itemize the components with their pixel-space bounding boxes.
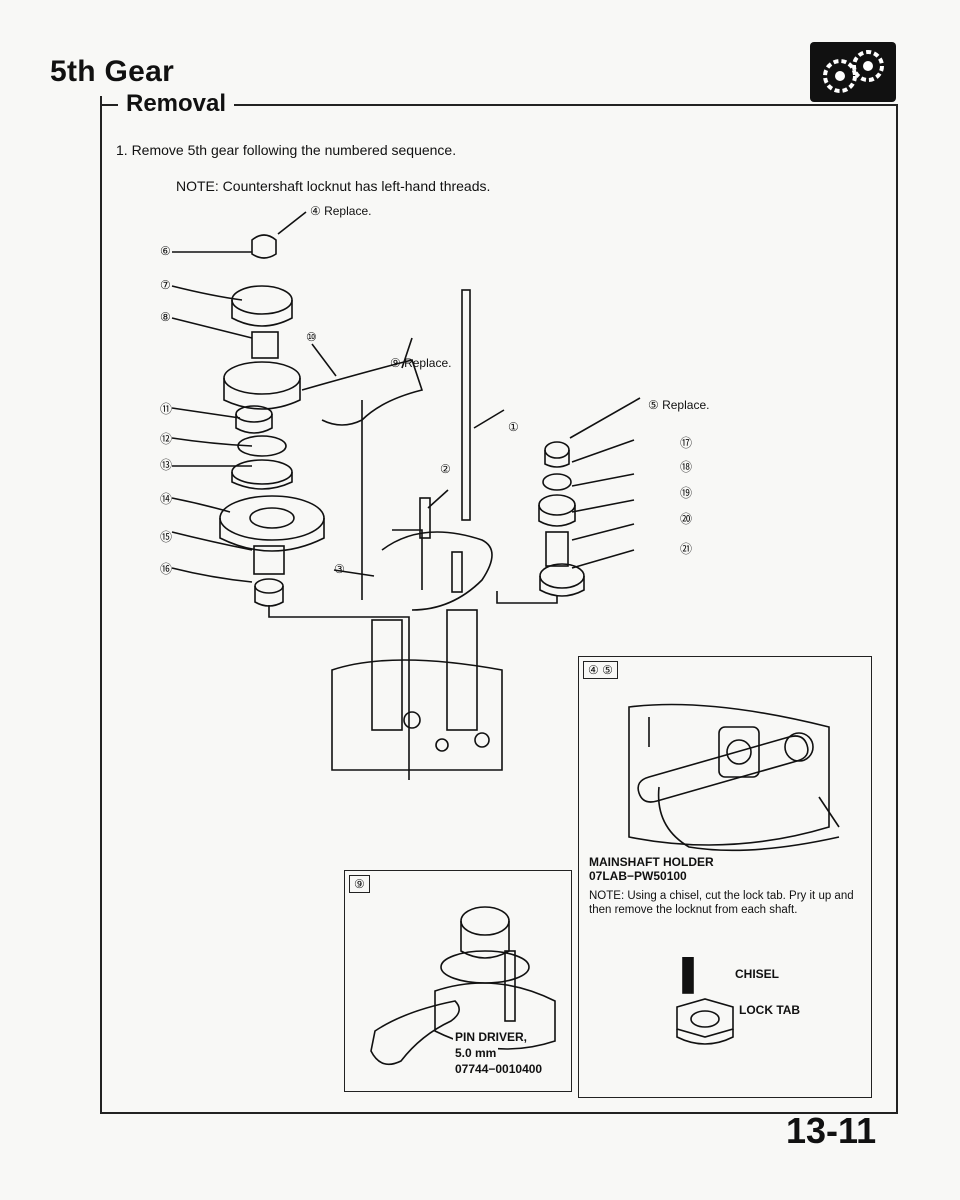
mainshaft-holder-number: 07LAB−PW50100 [589, 869, 687, 883]
callout-4-replace: ④ Replace. [310, 204, 372, 218]
locknut-part [251, 234, 277, 259]
callout-5-replace: ⑤ Replace. [648, 398, 710, 412]
callout-14: ⑭ [160, 492, 173, 506]
callout-21: ㉑ [680, 542, 693, 556]
callout-9-replace: ⑨ Replace. [390, 356, 452, 370]
inset-45-tag: ④ ⑤ [583, 661, 618, 679]
mainshaft-holder-illustration [628, 703, 840, 852]
callout-20: ⑳ [680, 512, 693, 526]
inset-locknut-removal: ④ ⑤ MAINSHAFT HOLDER 07LAB−PW50100 NOTE:… [578, 656, 872, 1098]
page-title: 5th Gear [50, 55, 175, 88]
chisel-lock-tab-illustration [676, 957, 734, 1045]
callout-13: ⑬ [160, 458, 173, 472]
exploded-gear-diagram [171, 211, 641, 780]
step-1-text: 1. Remove 5th gear following the numbere… [116, 142, 457, 158]
lock-tab-label: LOCK TAB [739, 1003, 801, 1017]
callout-10: ⑩ [306, 330, 317, 344]
section-subtitle: Removal [118, 90, 235, 118]
gear-pair-icon [810, 42, 896, 102]
section-rule [100, 104, 896, 106]
locknut-cut-note: NOTE: Using a chisel, cut the lock tab. … [589, 890, 854, 916]
callout-1: ① [508, 420, 519, 434]
mainshaft-holder-name: MAINSHAFT HOLDER [589, 855, 714, 869]
section-rule-tick [100, 96, 102, 106]
callout-3: ③ [334, 562, 345, 576]
chisel-label: CHISEL [735, 967, 780, 981]
callout-17: ⑰ [680, 436, 693, 450]
inset-9-tag: ⑨ [349, 875, 370, 893]
callout-15: ⑮ [160, 530, 173, 544]
callout-18: ⑱ [680, 460, 693, 474]
pin-driver-illustration [370, 906, 556, 1066]
callout-8: ⑧ [160, 310, 171, 324]
page-number: 13-11 [786, 1110, 877, 1151]
pin-driver-name: PIN DRIVER, [453, 1029, 530, 1045]
pin-driver-size: 5.0 mm [453, 1045, 499, 1061]
callout-6: ⑥ [160, 244, 171, 258]
callout-19: ⑲ [680, 486, 693, 500]
callout-16: ⑯ [160, 562, 173, 576]
callout-7: ⑦ [160, 278, 171, 292]
pin-driver-number: 07744−0010400 [453, 1061, 545, 1077]
callout-12: ⑫ [160, 432, 173, 446]
locknut-note: NOTE: Countershaft locknut has left-hand… [176, 178, 491, 194]
callout-11: ⑪ [160, 402, 173, 416]
inset-pin-driver: ⑨ PIN DRIVER, 5.0 mm 07744−0010400 [344, 870, 572, 1092]
content-frame [100, 104, 898, 1114]
callout-2: ② [440, 462, 451, 476]
